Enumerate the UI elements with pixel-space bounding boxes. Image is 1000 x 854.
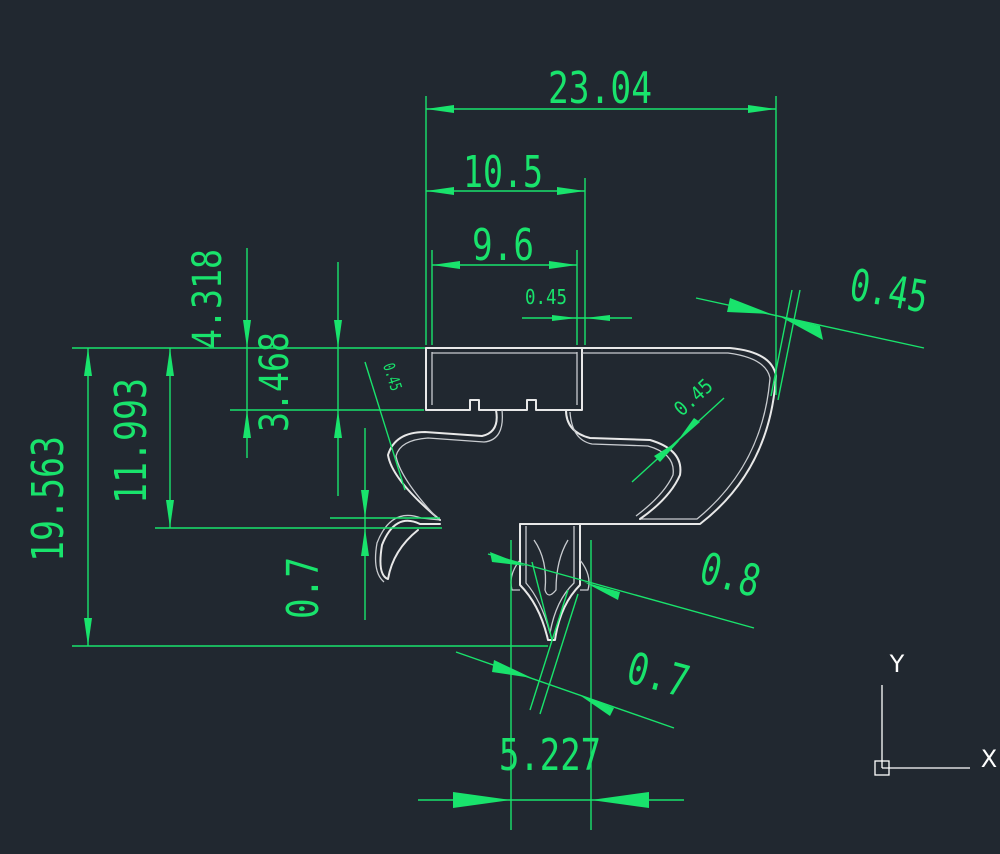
dim-upper-height: 4.318 [185,249,231,349]
dim-stem-wall-upper: 0.8 [695,543,766,608]
neck-left-inner [395,409,504,518]
flexible-lip-inner [374,514,441,583]
neck-left [387,409,498,521]
dim-inner-width: 9.6 [472,220,534,271]
ucs-y-label: Y [889,650,905,678]
dim-overall-height: 19.563 [23,436,74,562]
dim-right-wall: 0.45 [846,260,932,324]
dim-mid-height: 3.468 [252,332,298,432]
dim-small-wall: 0.45 [525,285,567,309]
dart-inner-bulb [533,539,569,596]
dim-lip-thickness: 0.7 [278,557,329,619]
ucs-axis-icon: Y X [874,650,997,776]
flexible-lip [379,519,441,580]
outer-top-wall-inner [582,352,771,520]
dimension-lines [72,96,925,830]
outer-top-wall [425,347,777,525]
dim-overall-width: 23.04 [548,63,652,114]
dimension-labels: 23.04 10.5 9.6 0.45 0.45 0.45 0.45 4.318… [23,63,932,781]
dim-top-width: 10.5 [463,147,543,198]
top-box-outline [425,347,583,411]
dim-body-height: 11.993 [106,378,157,504]
ucs-x-label: X [981,745,997,773]
dart-tip-right [579,559,590,591]
neck-right [565,409,682,520]
dim-left-wall-angled: 0.45 [379,361,406,394]
dim-stem-width: 5.227 [499,730,601,781]
mounting-dart [519,523,581,641]
neck-right-inner [569,411,674,517]
dim-inner-wall-angled: 0.45 [669,374,718,421]
dim-stem-wall-lower: 0.7 [622,643,695,708]
